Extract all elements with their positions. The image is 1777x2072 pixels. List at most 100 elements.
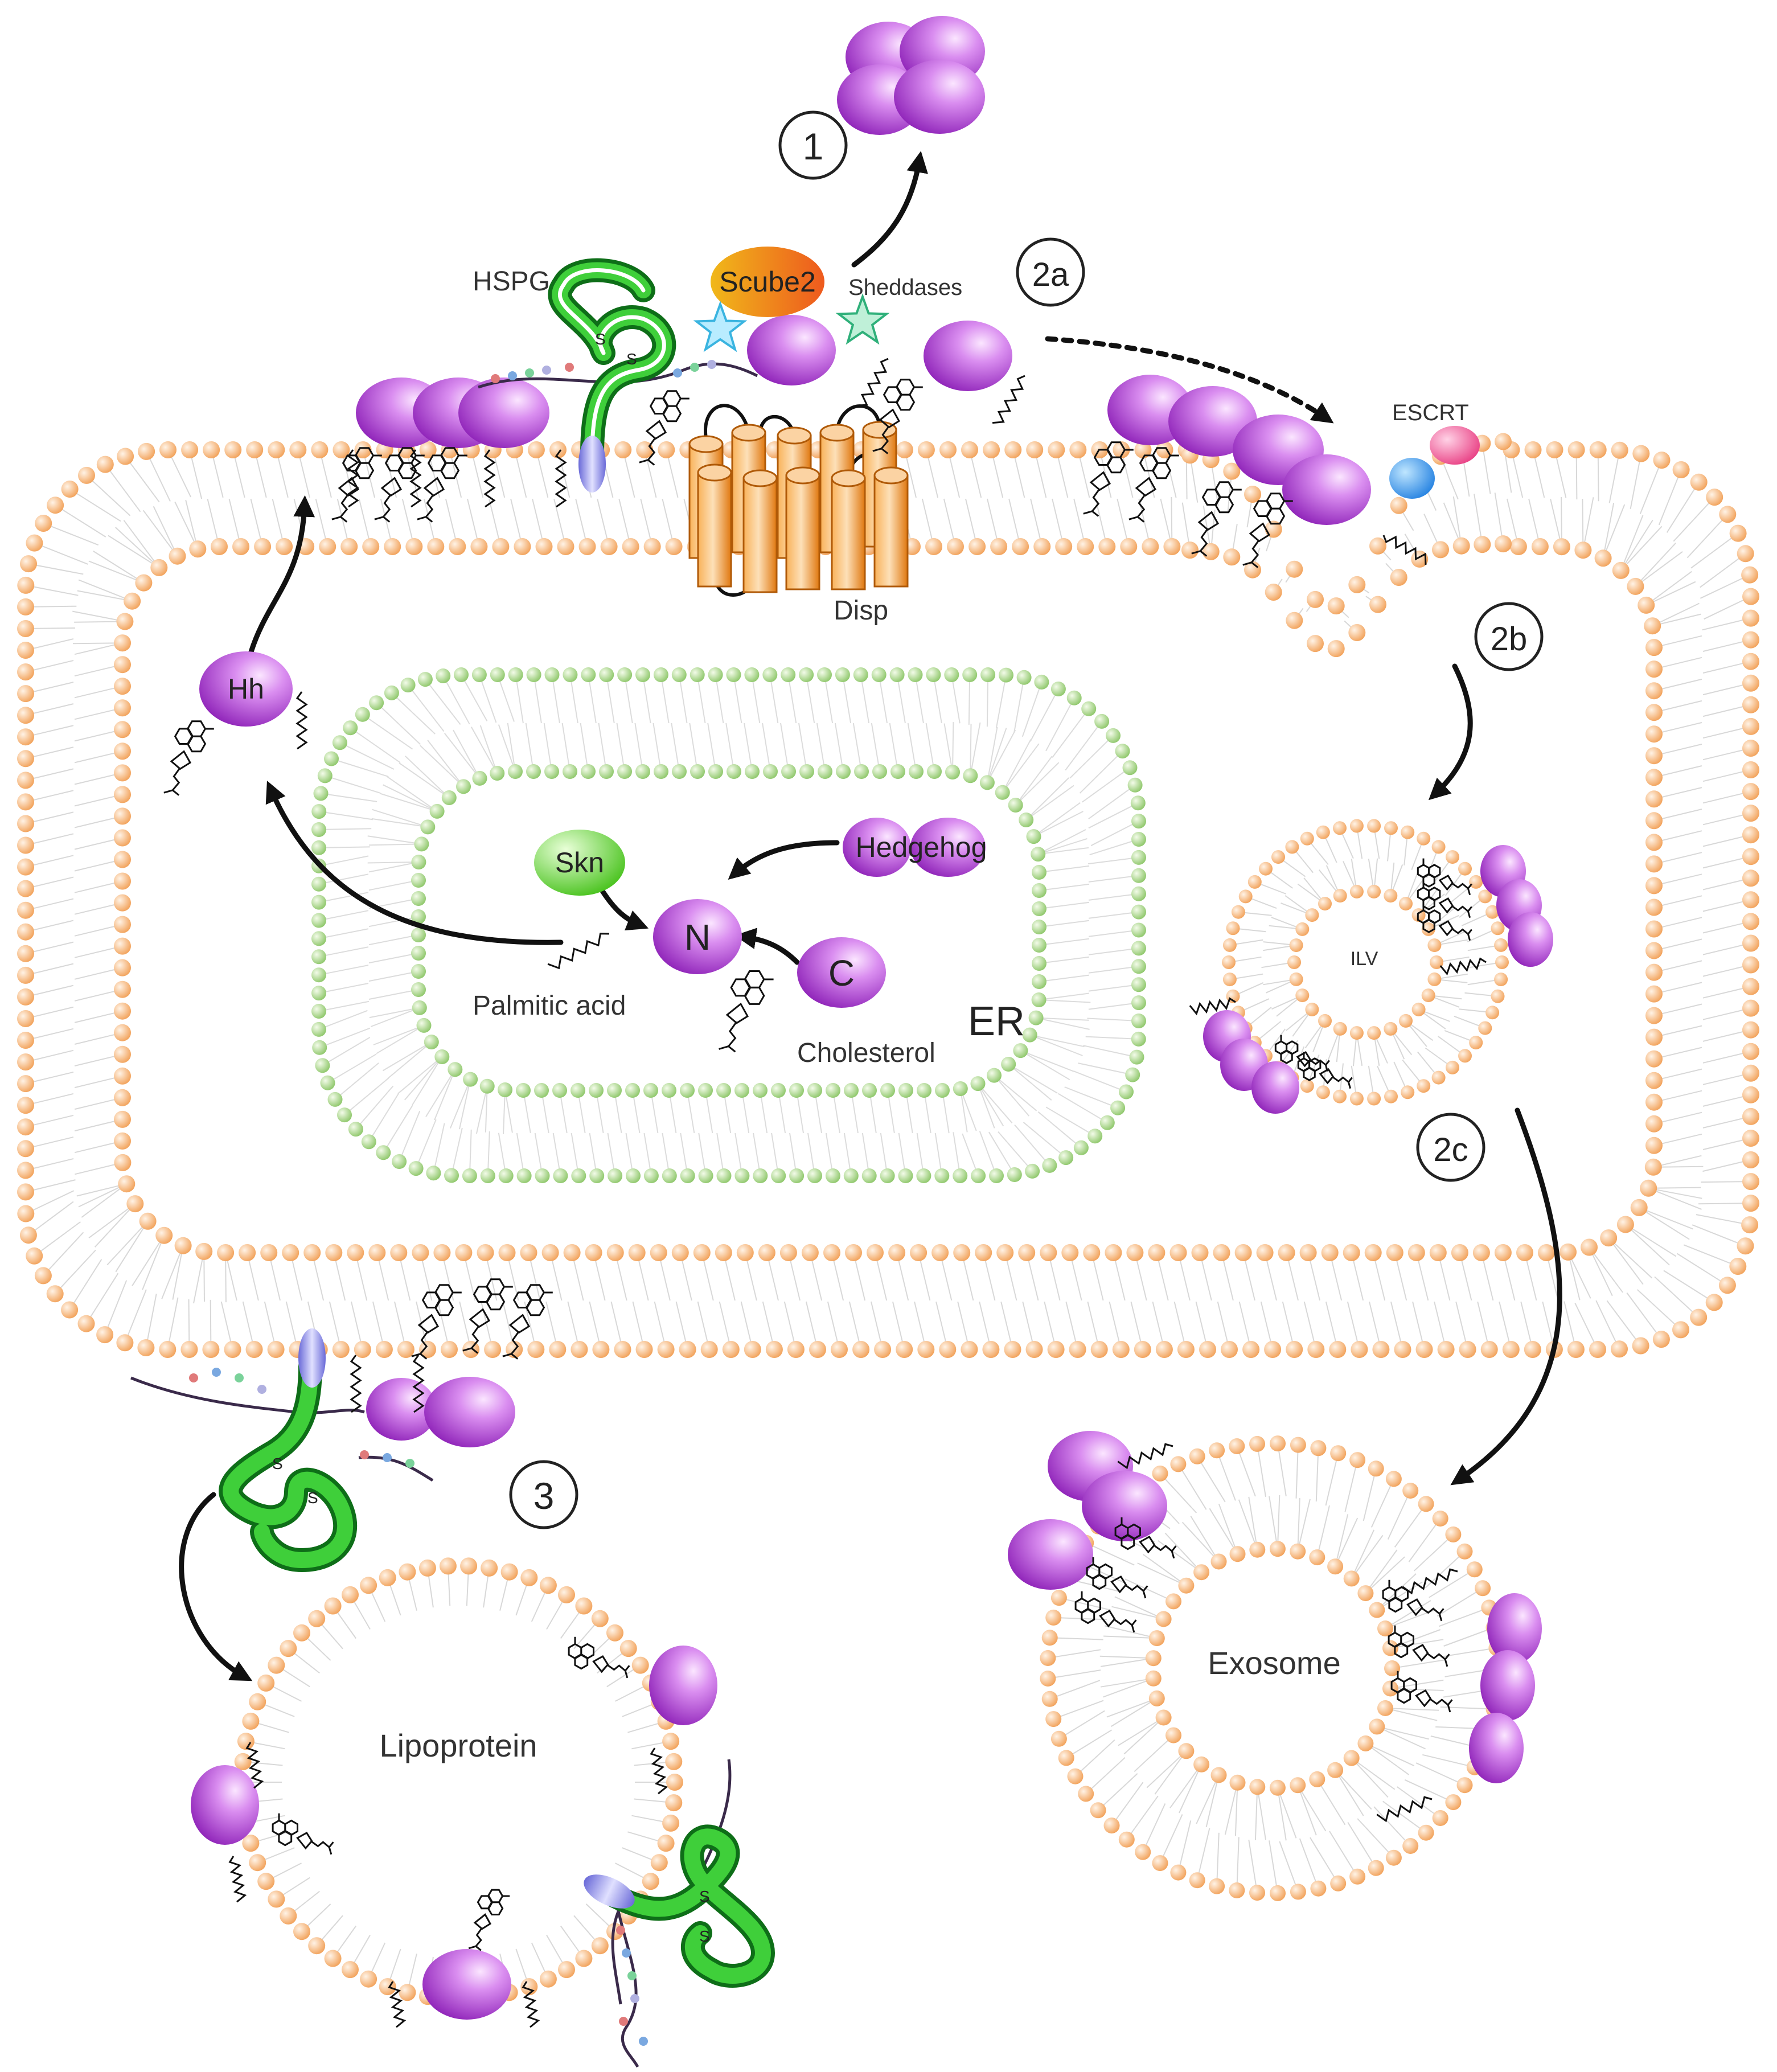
er-lipid-head <box>508 667 523 682</box>
er-lipid-head <box>635 764 650 779</box>
membrane-lipid-head <box>126 1195 144 1213</box>
lipid-tail <box>369 843 422 846</box>
membrane-lipid-head <box>549 441 567 458</box>
lipid-tail <box>860 674 869 724</box>
palmitate-zigzag <box>555 449 567 508</box>
step-markers: 1 2a 2b 2c 3 <box>509 110 1544 1529</box>
lipid-tail <box>1085 1757 1126 1795</box>
lipid-tail <box>1666 482 1700 533</box>
cholesterol-icon <box>1390 1671 1453 1713</box>
disp-helix-top <box>873 466 909 485</box>
membrane-lipid-head <box>427 538 445 555</box>
membrane-lipid-head <box>1018 1244 1036 1261</box>
cholesterol-icon <box>468 1889 510 1951</box>
lipid-tail <box>1134 1734 1174 1773</box>
palmitate-zigzag <box>1117 1443 1173 1470</box>
er-lipid-head <box>384 685 399 700</box>
membrane-lipid-head <box>202 1341 220 1358</box>
er-lipid-head <box>945 765 960 779</box>
er-lipid-head <box>1032 938 1046 953</box>
lipid-tail <box>1234 1782 1238 1836</box>
vesicle-lipid-head <box>1067 1768 1084 1784</box>
lipid-tail <box>1335 1770 1364 1816</box>
lipid-tail <box>1036 1017 1090 1030</box>
lipid-tail <box>399 1110 421 1162</box>
membrane-lipid-head <box>896 1341 913 1358</box>
membrane-lipid-head <box>968 538 986 555</box>
hh-protein <box>1480 1650 1535 1721</box>
membrane-lipid-head <box>390 1244 408 1261</box>
lipid-tail <box>479 725 498 774</box>
lipid-tail <box>1029 688 1059 742</box>
sheddase-star-icon <box>693 301 748 352</box>
lipid-tail <box>1057 1093 1108 1123</box>
lipid-tail <box>816 723 826 772</box>
membrane-lipid-head <box>116 613 134 630</box>
lipid-tail <box>1037 829 1086 855</box>
cholesterol-ring <box>1128 447 1179 523</box>
membrane-lipid-head <box>17 793 34 811</box>
vesicle-lipid-head <box>1229 1438 1245 1454</box>
er-lipid-head <box>643 1083 658 1098</box>
membrane-lipid-head <box>874 1341 892 1358</box>
lipoprotein-lipid-head <box>481 1559 498 1577</box>
membrane-lipid-head <box>622 538 639 555</box>
vesicle-lipid-head <box>1367 884 1381 898</box>
lipid-tail <box>1698 1203 1751 1205</box>
er-lipid-head <box>1131 904 1146 920</box>
lipid-tail <box>1437 1587 1483 1617</box>
membrane-lipid-head <box>1729 524 1747 542</box>
er-lipid-head <box>818 764 832 779</box>
membrane-lipid-head <box>557 538 574 555</box>
lipid-tail <box>959 1088 977 1131</box>
vesicle-lipid-head <box>1310 1880 1327 1897</box>
lipoprotein-lipid-head <box>500 1563 518 1581</box>
er-lipid-head <box>635 667 650 682</box>
lipid-tail <box>1408 1518 1441 1562</box>
membrane-lipid-head <box>1742 805 1759 822</box>
membrane-lipid-head <box>1645 1028 1663 1046</box>
lipoprotein-lipid-head <box>249 1693 266 1710</box>
lipid-tail <box>970 722 981 776</box>
lipid-tail <box>1039 865 1090 873</box>
membrane-lipid-head <box>1004 1341 1021 1358</box>
membrane-lipid-head <box>1474 536 1491 553</box>
er-lipid-head <box>1028 1010 1044 1025</box>
lipid-tail <box>1620 515 1644 571</box>
er-lipid-head <box>1066 690 1082 705</box>
membrane-lipid-head <box>1594 549 1612 567</box>
membrane-lipid-head <box>1742 761 1759 778</box>
membrane-lipid-head <box>845 1244 862 1261</box>
er-lipid-head <box>1125 1067 1140 1082</box>
lipid-tail <box>34 1221 81 1257</box>
membrane-lipid-head <box>1742 978 1759 995</box>
membrane-lipid-head <box>137 1339 155 1356</box>
lipid-tail <box>744 723 753 772</box>
hspg-anchor <box>298 1328 326 1388</box>
vesicle-lipid-head <box>1432 1810 1448 1826</box>
lipid-tail <box>43 523 99 546</box>
lipid-tail <box>1218 1503 1238 1554</box>
er-lipid-head <box>490 766 505 781</box>
lipid-tail <box>369 861 419 873</box>
lipid-tail <box>1357 1818 1394 1858</box>
membrane-lipid-head <box>1286 612 1303 629</box>
er-lipid-head <box>408 1161 424 1176</box>
membrane-lipid-head <box>1098 538 1116 555</box>
cholesterol-icon <box>502 1284 553 1360</box>
palmitate-chain <box>1402 1568 1458 1595</box>
vesicle-lipid-head <box>1295 988 1310 1003</box>
lipid-tail <box>1100 1657 1154 1667</box>
hh-protein <box>458 378 549 448</box>
er-lipid-head <box>571 1168 586 1183</box>
er-lipid-head <box>716 1083 731 1098</box>
lipid-tail <box>1310 1837 1339 1884</box>
er-lipid-head <box>789 1083 804 1098</box>
lipid-tail <box>606 674 615 724</box>
vesicle-lipid-head <box>1330 1875 1347 1892</box>
vesicle-lipid-head <box>1402 1838 1419 1854</box>
er-lipid-head <box>963 768 978 783</box>
membrane-lipid-head <box>17 880 34 897</box>
lipid-tail <box>104 1280 128 1335</box>
membrane-lipid-head <box>1742 1107 1759 1125</box>
